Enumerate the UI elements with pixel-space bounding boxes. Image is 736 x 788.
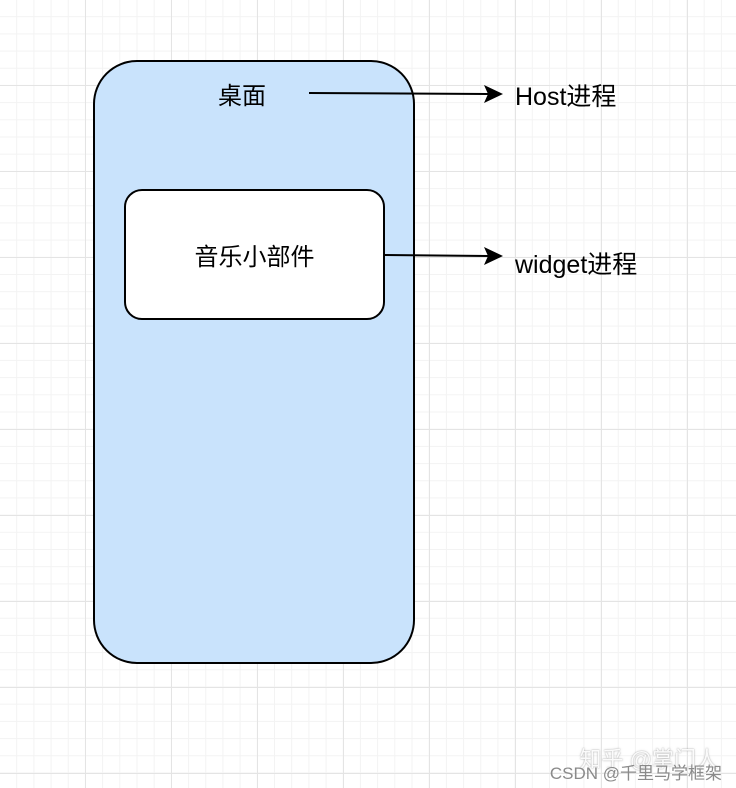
host-process-label: Host进程 — [515, 83, 617, 111]
widget-arrow-line — [384, 254, 489, 257]
csdn-watermark: CSDN @千里马学框架 — [549, 764, 722, 783]
host-arrowhead-icon — [484, 85, 503, 103]
desktop-container — [93, 60, 415, 664]
music-widget-label: 音乐小部件 — [194, 244, 315, 271]
zhihu-watermark: 知乎 @掌门人 — [579, 747, 718, 772]
music-widget-box: 音乐小部件 — [124, 189, 385, 320]
host-arrow-line — [308, 92, 489, 95]
widget-arrowhead-icon — [484, 247, 503, 265]
desktop-label: 桌面 — [218, 83, 266, 110]
widget-process-label: widget进程 — [515, 251, 638, 279]
